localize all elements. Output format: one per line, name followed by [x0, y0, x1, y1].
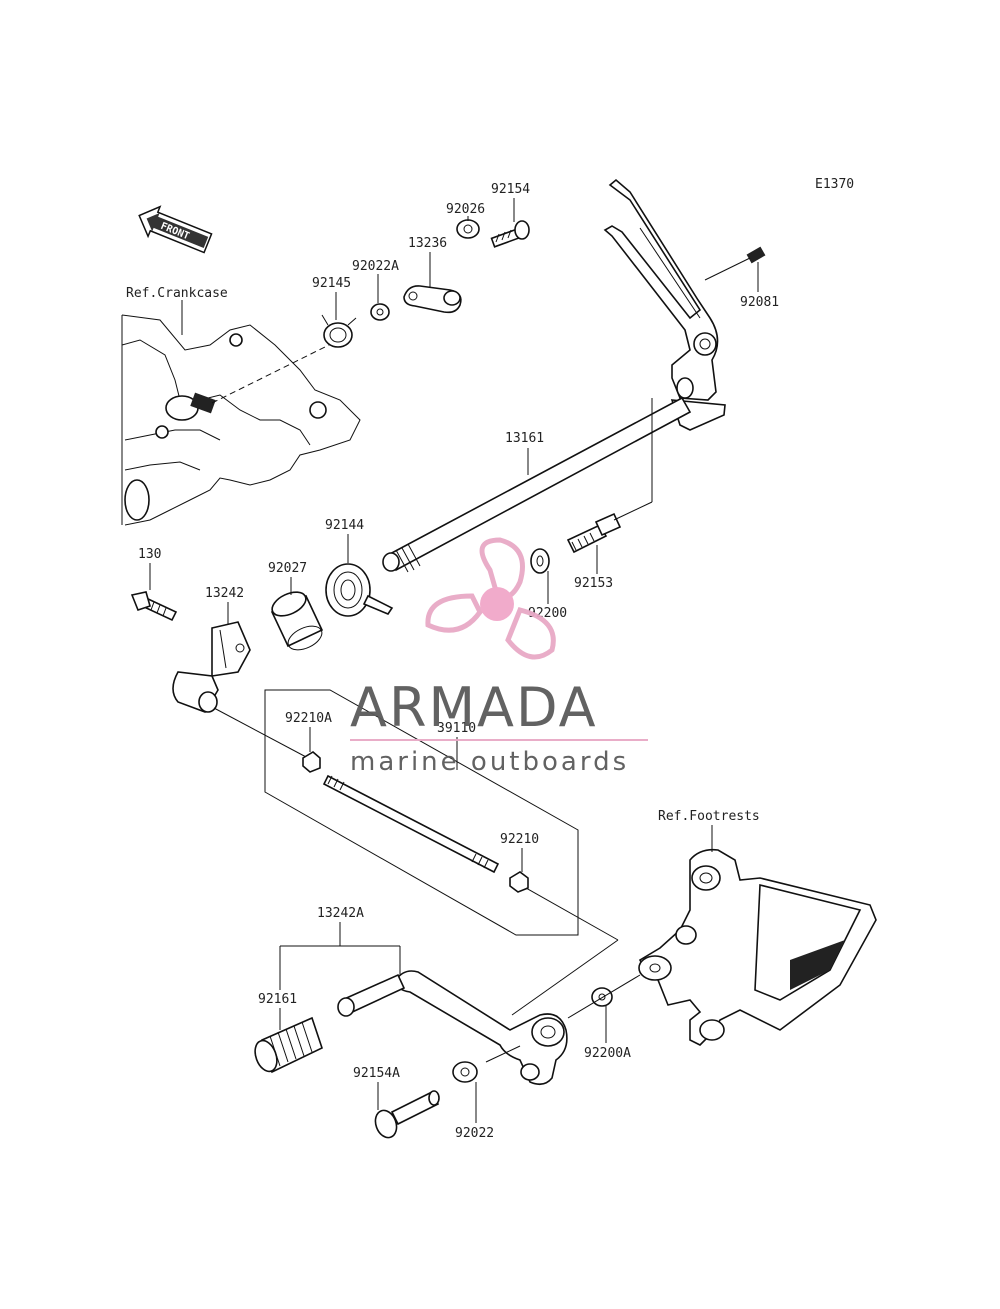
prop-blade-3	[425, 593, 483, 633]
front-arrow-icon: FRONT	[138, 205, 213, 254]
label-92210a: 92210A	[285, 711, 332, 726]
crankcase-outline	[121, 314, 361, 526]
washer-92026	[456, 219, 480, 239]
label-92145: 92145	[312, 276, 351, 291]
label-13236: 13236	[408, 236, 447, 251]
tie-rod-39110	[322, 774, 500, 874]
label-92022: 92022	[455, 1126, 494, 1141]
spring-92144	[325, 563, 394, 617]
label-13161: 13161	[505, 431, 544, 446]
label-92081: 92081	[740, 295, 779, 310]
collar-92027	[270, 591, 324, 651]
label-92153: 92153	[574, 576, 613, 591]
shift-shaft-13161	[382, 396, 692, 573]
bolt-92154a	[374, 1090, 440, 1139]
prop-blade-2	[505, 607, 556, 660]
prop-hub	[480, 587, 514, 621]
washer-92200a	[591, 987, 613, 1007]
pin-92081	[704, 246, 766, 281]
bolt-92154	[490, 220, 530, 248]
stud-92153	[566, 512, 622, 554]
label-92161: 92161	[258, 992, 297, 1007]
rod-group-bracket	[264, 689, 579, 936]
plate-13236	[403, 285, 462, 314]
bolt-130	[130, 591, 178, 622]
lever-13242	[172, 621, 251, 713]
shift-pedal-13242a	[337, 970, 568, 1086]
label-92154: 92154	[491, 182, 530, 197]
label-92210: 92210	[500, 832, 539, 847]
label-92022a: 92022A	[352, 259, 399, 274]
shift-arm	[603, 178, 726, 431]
diagram-code: E1370	[815, 177, 854, 192]
propeller-icon	[425, 537, 556, 660]
label-130: 130	[138, 547, 161, 562]
washer-92200	[530, 548, 550, 574]
footrest-bracket	[638, 848, 877, 1046]
label-13242: 13242	[205, 586, 244, 601]
label-13242a: 13242A	[317, 906, 364, 921]
ref-crankcase: Ref.Crankcase	[126, 286, 228, 301]
washer-92022a	[370, 303, 390, 321]
nut-92210a	[302, 751, 321, 773]
spring-92145	[321, 314, 357, 348]
label-92154a: 92154A	[353, 1066, 400, 1081]
label-39110: 39110	[437, 721, 476, 736]
armada-logo: ARMADA marine outboards	[350, 537, 648, 777]
rubber-92161	[254, 1016, 323, 1074]
ref-footrests: Ref.Footrests	[658, 809, 760, 824]
label-92026: 92026	[446, 202, 485, 217]
washer-92022	[452, 1061, 478, 1083]
label-92027: 92027	[268, 561, 307, 576]
watermark-name: ARMADA	[350, 676, 598, 739]
watermark-tagline: marine outboards	[350, 747, 629, 777]
label-92200a: 92200A	[584, 1046, 631, 1061]
nut-92210	[509, 871, 529, 893]
label-92144: 92144	[325, 518, 364, 533]
